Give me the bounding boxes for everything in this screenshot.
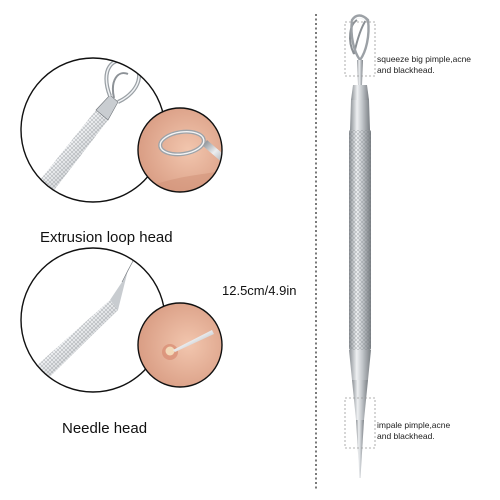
top-callout: squeeze big pimple,acne and blackhead. bbox=[377, 54, 495, 76]
bottom-callout-line2: and blackhead. bbox=[377, 431, 435, 441]
needle-head-caption: Needle head bbox=[62, 420, 148, 437]
needle-head-detail-circle bbox=[20, 247, 166, 393]
bottom-callout: impale pimple,acne and blackhead. bbox=[377, 420, 495, 442]
callout-guides bbox=[344, 21, 376, 449]
bottom-callout-line1: impale pimple,acne bbox=[377, 420, 451, 430]
top-callout-line1: squeeze big pimple,acne bbox=[377, 54, 472, 64]
needle-skin-detail-circle bbox=[137, 302, 223, 388]
top-callout-line2: and blackhead. bbox=[377, 65, 435, 75]
blackhead-remover-tool bbox=[349, 14, 371, 478]
loop-skin-detail-circle bbox=[137, 107, 223, 193]
length-label: 12.5cm/4.9in bbox=[222, 283, 297, 298]
loop-head-caption: Extrusion loop head bbox=[40, 229, 173, 246]
